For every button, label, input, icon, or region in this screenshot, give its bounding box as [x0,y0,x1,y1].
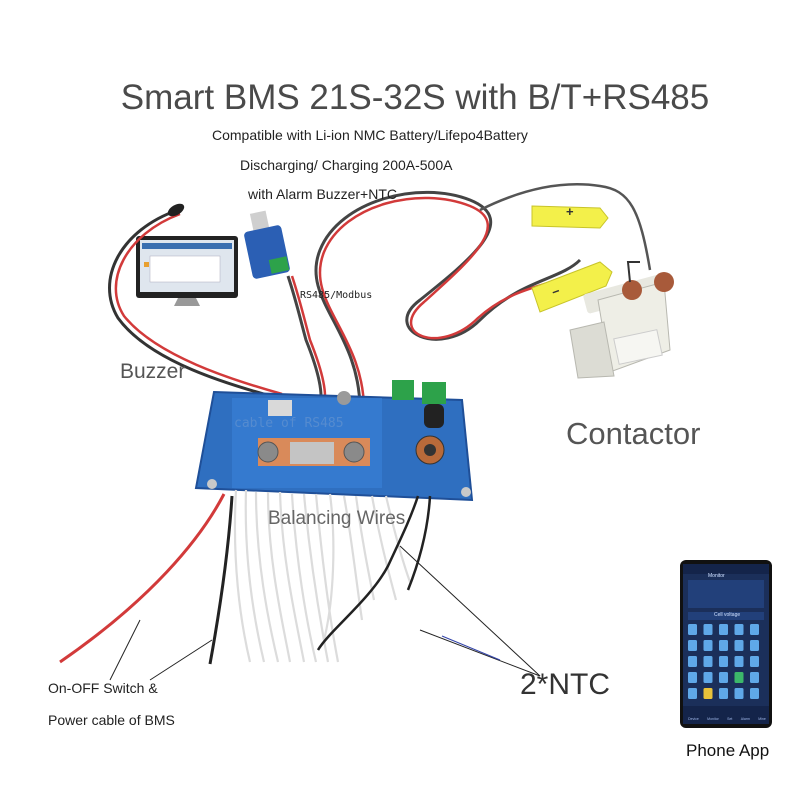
phone-cell [703,656,713,667]
phone-cell [703,688,713,699]
phone-cell [688,624,697,635]
buzzer-cable [108,203,283,400]
contactor-cable [314,183,652,411]
phone-cell [703,640,713,651]
callout-leader-lines [109,545,541,681]
phone-cell [750,672,759,683]
rs485-label: RS485/Modbus [300,290,373,301]
product-title: Smart BMS 21S-32S with B/T+RS485 [120,78,710,117]
contactor-device [569,261,674,379]
phone-cell [688,656,697,667]
usb-rs485-adapter [244,210,290,279]
phone-cell [734,624,744,635]
phone-cell [688,672,697,683]
phone-nav-mine: Mine [758,717,766,721]
buzzer-label: Buzzer [120,360,186,383]
phone-cell [703,672,713,683]
rs485-cable-label: cable of RS485 [234,416,344,431]
switch-label-line1: On-OFF Switch & [48,680,158,696]
phone-cell [750,640,759,651]
phone-cell-title: Cell voltage [714,612,741,618]
balancing-wire-bundle [233,489,412,663]
positive-tag-symbol: + [566,204,574,219]
phone-app-label: Phone App [686,741,770,760]
subtitle-alarm: with Alarm Buzzer+NTC [248,186,397,202]
phone-header-text: Monitor [708,573,725,579]
power-and-ntc-cables [59,493,432,665]
contactor-label: Contactor [566,416,701,451]
subtitle-compatibility: Compatible with Li-ion NMC Battery/Lifep… [212,127,528,143]
subtitle-current: Discharging/ Charging 200A-500A [240,157,453,173]
phone-cell [688,688,697,699]
phone-cell [750,624,759,635]
ntc-label: 2*NTC [520,668,611,701]
positive-tag [531,205,609,229]
phone-cell [703,624,713,635]
phone-cell [719,624,728,635]
phone-cell [734,640,744,651]
phone-cell [719,688,728,699]
switch-label-line2: Power cable of BMS [48,712,175,728]
phone-cell [734,688,744,699]
negative-tag [531,261,613,313]
phone-cell-grid [688,624,759,699]
balancing-wires-label: Balancing Wires [268,508,406,529]
phone-cell [719,656,728,667]
phone-nav-device: Device [688,717,699,721]
computer-monitor [136,236,238,306]
phone-cell [750,656,759,667]
phone-nav-labels: Device Monitor Set Alarm Mine [684,717,770,721]
bms-board [194,380,474,502]
phone-cell [734,672,744,683]
phone-cell [719,672,728,683]
phone-nav-monitor: Monitor [707,717,719,721]
phone-nav-set: Set [727,717,733,721]
phone-cell [750,688,759,699]
phone-cell [719,640,728,651]
phone-cell [688,640,697,651]
phone-bottom-nav [683,706,769,724]
phone-nav-alarm: Alarm [740,717,750,721]
phone-cell [734,656,744,667]
